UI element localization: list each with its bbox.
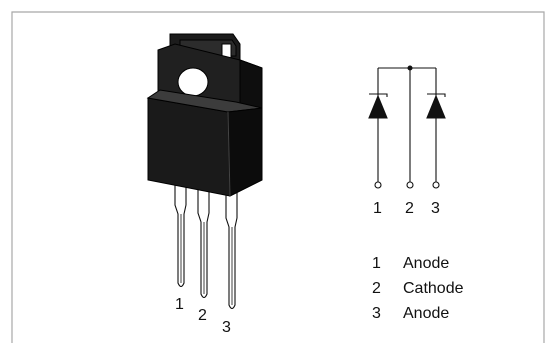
diode-1-symbol	[368, 68, 388, 189]
cathode-lead	[406, 68, 414, 189]
package-pin-label-1: 1	[175, 296, 184, 313]
pin-legend: 1 Anode 2 Cathode 3 Anode	[372, 255, 464, 322]
lead-1	[174, 174, 187, 288]
lead-2	[197, 182, 210, 299]
schematic-pin-label-3: 3	[431, 200, 440, 217]
schematic-pin-label-2: 2	[405, 200, 414, 217]
legend-num-3: 3	[372, 305, 381, 322]
schematic-pin-label-1: 1	[373, 200, 382, 217]
legend-num-1: 1	[372, 255, 381, 272]
package-body	[146, 89, 263, 197]
frame-border	[11, 11, 545, 343]
diode-3-symbol	[426, 68, 446, 189]
package-leads	[174, 174, 238, 310]
package-pin-label-2: 2	[198, 307, 207, 324]
lead-3	[225, 189, 238, 310]
legend-name-3: Anode	[403, 305, 449, 322]
legend-num-2: 2	[372, 280, 381, 297]
schematic	[368, 65, 446, 189]
package-pin-label-3: 3	[222, 319, 231, 336]
to220-package: 1 2 3	[146, 33, 263, 336]
legend-name-1: Anode	[403, 255, 449, 272]
mounting-hole	[177, 67, 209, 97]
legend-name-2: Cathode	[403, 280, 464, 297]
